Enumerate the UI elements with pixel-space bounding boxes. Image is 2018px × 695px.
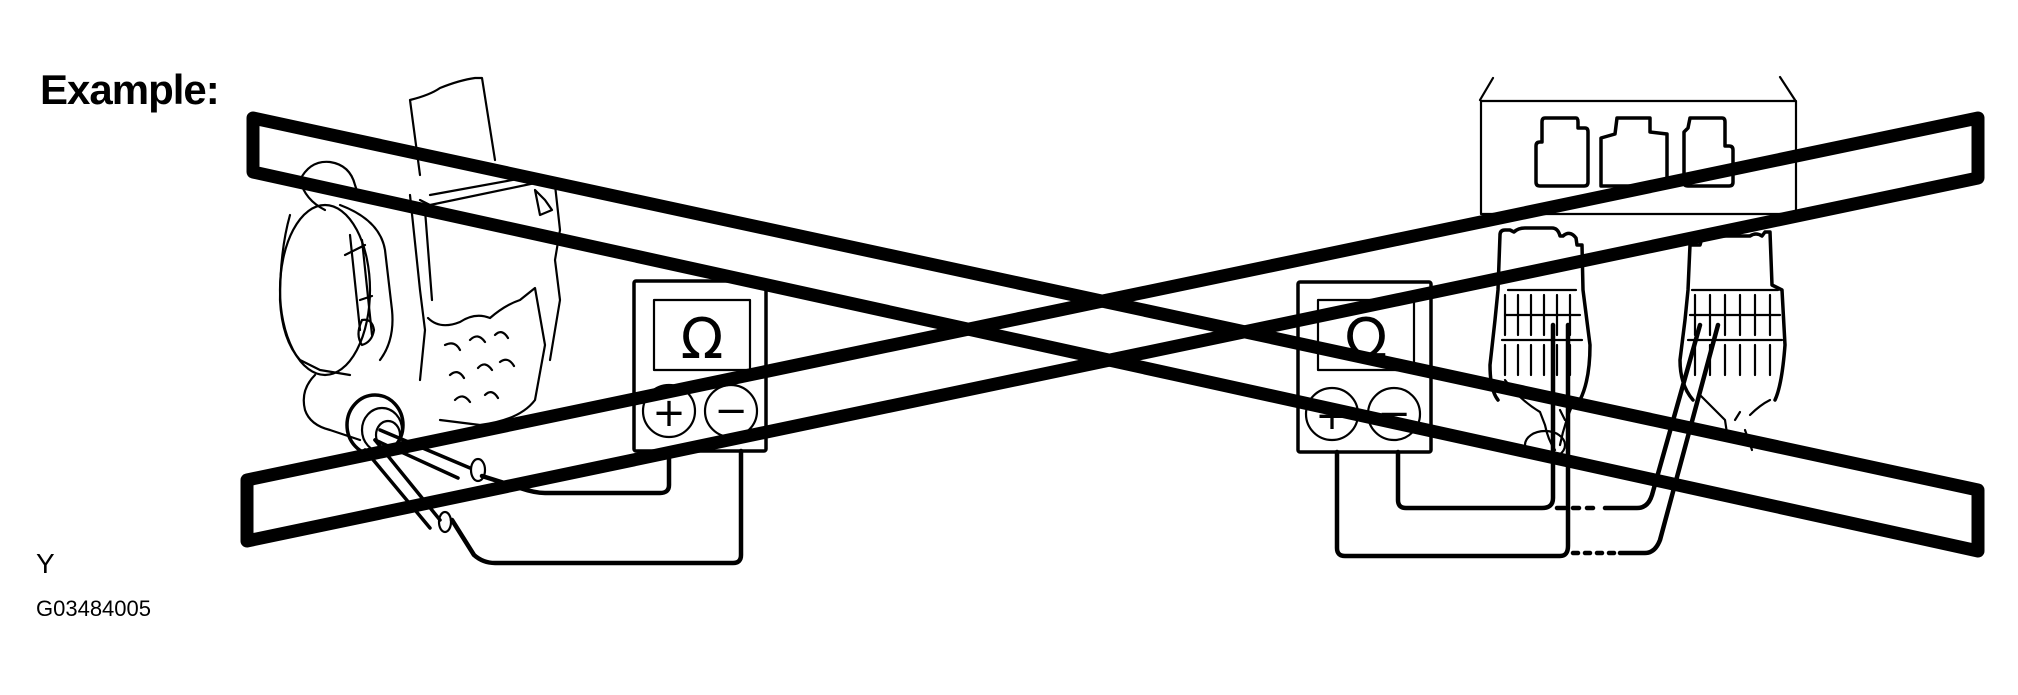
left-ohmmeter: Ω + − [632, 279, 768, 453]
left-test-leads [449, 448, 744, 566]
example-heading: Example: [40, 66, 220, 113]
svg-text:−: − [714, 388, 748, 434]
figure-code-label: G03484005 [36, 596, 151, 621]
plus-terminal [641, 383, 697, 439]
connector-icon [1534, 116, 1590, 188]
throttle-body-icon [278, 76, 562, 534]
connector-icon [1599, 116, 1669, 188]
cross-out-icon [240, 111, 1985, 558]
right-test-leads [1334, 322, 1721, 559]
marker-y-label: Y [36, 548, 55, 579]
ohm-symbol: Ω [681, 307, 724, 372]
